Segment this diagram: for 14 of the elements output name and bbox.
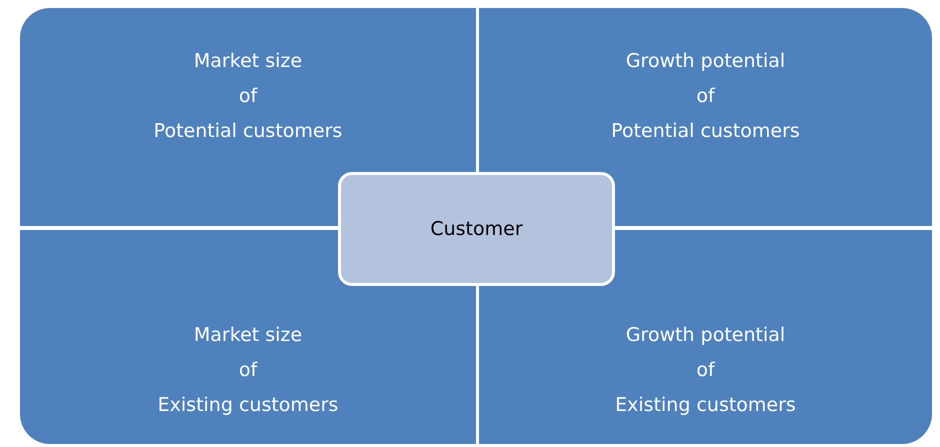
node-text: Existing customers [158,393,338,418]
node-text: Customer [430,216,523,242]
node-text: Potential customers [154,119,342,144]
node-text: of [696,358,715,383]
node-text: Market size [194,323,302,348]
node-text: of [238,84,258,109]
node-text: of [696,84,715,109]
node-text: of [238,358,258,383]
node-text: Growth potential [626,49,786,74]
node-text: Existing customers [615,393,796,418]
node-text: Potential customers [611,119,800,144]
center-box [338,172,615,286]
node-text: Growth potential [626,323,786,348]
node-text: Market size [194,49,302,74]
